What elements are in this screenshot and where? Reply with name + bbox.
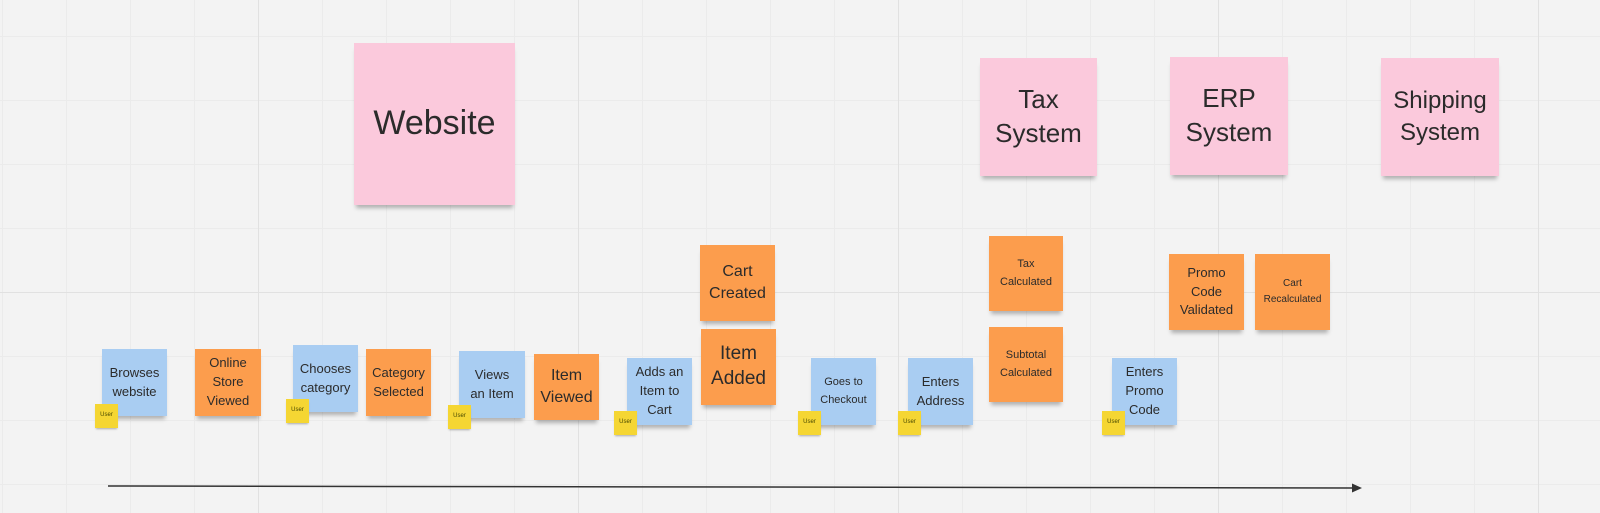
command-sticky-enters-promo-code[interactable]: Enters Promo Code	[1112, 358, 1177, 425]
event-sticky-cart-recalculated[interactable]: Cart Recalculated	[1255, 254, 1330, 330]
event-sticky-category-selected[interactable]: Category Selected	[366, 349, 431, 416]
sticky-label: User	[100, 412, 113, 419]
sticky-label: User	[1107, 419, 1120, 426]
actor-sticky-user[interactable]: User	[898, 411, 921, 435]
sticky-label: Cart Recalculated	[1263, 278, 1322, 305]
sticky-label: Online Store Viewed	[206, 355, 250, 408]
command-sticky-goes-to-checkout[interactable]: Goes to Checkout	[811, 358, 876, 425]
arrowhead-icon	[1352, 483, 1362, 493]
actor-sticky-user[interactable]: User	[798, 411, 821, 435]
sticky-label: Enters Address	[916, 373, 965, 408]
event-sticky-subtotal-calculated[interactable]: Subtotal Calculated	[989, 327, 1063, 402]
sticky-label: Views an Item	[470, 366, 514, 401]
sticky-label: Website	[373, 104, 496, 143]
sticky-label: Shipping System	[1393, 86, 1487, 146]
command-sticky-browses-website[interactable]: Browses website	[102, 349, 167, 416]
event-sticky-cart-created[interactable]: Cart Created	[700, 245, 775, 321]
system-sticky-erp[interactable]: ERP System	[1170, 57, 1288, 175]
sticky-label: Item Added	[711, 343, 766, 389]
event-sticky-online-store-viewed[interactable]: Online Store Viewed	[195, 349, 261, 416]
sticky-label: Promo Code Validated	[1179, 264, 1234, 318]
command-sticky-adds-item-to-cart[interactable]: Adds an Item to Cart	[627, 358, 692, 425]
actor-sticky-user[interactable]: User	[1102, 411, 1125, 435]
event-sticky-item-added[interactable]: Item Added	[701, 329, 776, 405]
sticky-label: User	[903, 419, 916, 426]
system-sticky-tax[interactable]: Tax System	[980, 58, 1097, 176]
sticky-label: Chooses category	[299, 360, 352, 395]
sticky-label: Enters Promo Code	[1125, 364, 1164, 417]
system-sticky-shipping[interactable]: Shipping System	[1381, 58, 1499, 176]
sticky-label: Browses website	[109, 364, 160, 399]
sticky-label: ERP System	[1185, 83, 1273, 147]
event-sticky-tax-calculated[interactable]: Tax Calculated	[989, 236, 1063, 311]
event-sticky-item-viewed[interactable]: Item Viewed	[534, 354, 599, 420]
sticky-label: User	[453, 413, 466, 420]
actor-sticky-user[interactable]: User	[286, 399, 309, 423]
actor-sticky-user[interactable]: User	[448, 405, 471, 429]
sticky-label: Category Selected	[372, 364, 425, 399]
timeline-line	[107, 485, 1353, 489]
actor-sticky-user[interactable]: User	[95, 404, 118, 428]
sticky-label: Adds an Item to Cart	[635, 364, 684, 417]
sticky-label: Tax System	[995, 84, 1082, 148]
sticky-label: Goes to Checkout	[820, 375, 867, 406]
sticky-label: Subtotal Calculated	[1000, 348, 1052, 379]
actor-sticky-user[interactable]: User	[614, 411, 637, 435]
event-sticky-promo-code-validated[interactable]: Promo Code Validated	[1169, 254, 1244, 330]
sticky-label: Item Viewed	[540, 367, 593, 406]
sticky-label: User	[803, 419, 816, 426]
system-sticky-website[interactable]: Website	[354, 43, 515, 205]
sticky-label: User	[291, 407, 304, 414]
sticky-label: User	[619, 419, 632, 426]
sticky-label: Cart Created	[709, 263, 766, 302]
sticky-label: Tax Calculated	[1000, 257, 1052, 288]
